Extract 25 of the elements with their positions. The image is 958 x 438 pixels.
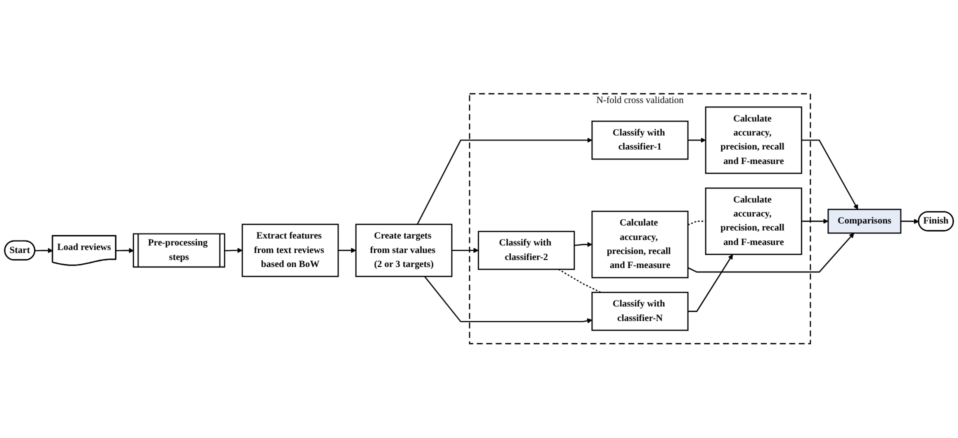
arrow — [688, 138, 706, 144]
node-box: Comparisons — [828, 209, 902, 234]
arrow — [688, 233, 854, 273]
connector — [558, 269, 602, 294]
connector — [688, 221, 706, 226]
arrow — [452, 248, 479, 254]
arrow — [688, 254, 733, 312]
arrow — [574, 242, 592, 248]
arrow — [802, 218, 828, 224]
arrow — [116, 248, 134, 254]
arrow — [224, 248, 243, 254]
arrow — [35, 248, 53, 254]
arrow — [338, 248, 356, 254]
node-box: Classify with classifier-1 — [591, 120, 689, 160]
node-box: Extract features from text reviews based on BoW — [242, 224, 339, 278]
node-box: Calculate accuracy, precision, recall and F-measure — [591, 211, 689, 279]
arrow — [424, 276, 592, 324]
arrow — [900, 219, 920, 224]
node-box: Classify with classifier-N — [591, 292, 689, 332]
arrow — [416, 138, 592, 225]
node-box: Calculate accuracy, precision, recall and F-measure — [705, 106, 802, 174]
node-box: Create targets from star values (2 or 3 targets) — [355, 224, 452, 278]
node-box: Classify with classifier-2 — [478, 231, 575, 270]
arrow — [802, 140, 858, 210]
node-box: Calculate accuracy, precision, recall and F-measure — [705, 188, 802, 256]
